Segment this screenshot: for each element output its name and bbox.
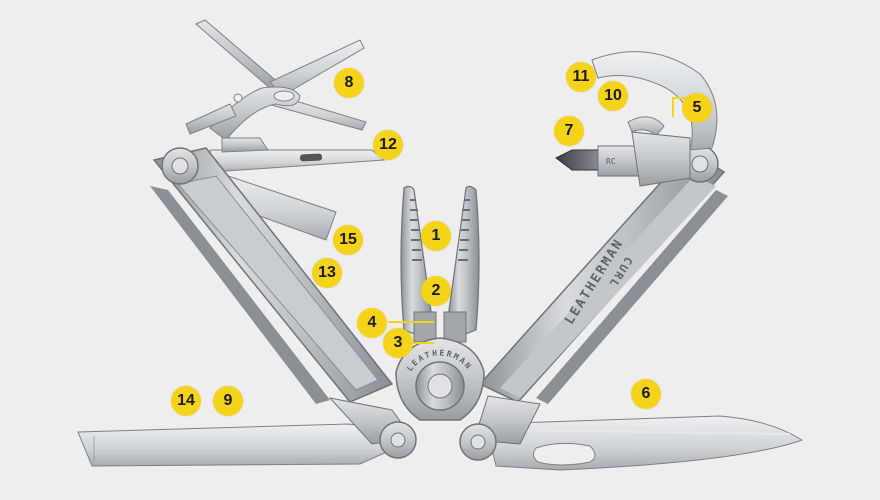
file-tool <box>209 137 386 173</box>
callout-3-leader <box>412 342 434 344</box>
callout-5: 5 <box>682 93 712 123</box>
callout-3: 3 <box>383 328 413 358</box>
callout-12: 12 <box>373 130 403 160</box>
can-opener <box>591 51 718 151</box>
callout-1: 1 <box>421 221 451 251</box>
callout-14: 14 <box>171 386 201 416</box>
callout-13: 13 <box>312 258 342 288</box>
svg-text:RC: RC <box>606 157 616 166</box>
callout-2: 2 <box>421 276 451 306</box>
bit-driver: RC <box>555 131 691 187</box>
callout-5-leader-a <box>672 97 674 117</box>
knife-blade <box>459 395 804 471</box>
callout-6: 6 <box>631 379 661 409</box>
callout-5-leader-b <box>672 97 686 99</box>
callout-10: 10 <box>598 81 628 111</box>
right-handle: LEATHERMAN CURL <box>478 145 728 404</box>
callout-4-leader <box>388 321 434 323</box>
serrated-blade <box>77 397 417 467</box>
callout-15: 15 <box>333 225 363 255</box>
callout-8: 8 <box>334 68 364 98</box>
pivot-hub: LEATHERMAN <box>395 337 485 421</box>
callout-4: 4 <box>357 308 387 338</box>
left-handle <box>150 103 394 404</box>
scissors <box>195 19 367 141</box>
callout-9: 9 <box>213 386 243 416</box>
pliers <box>400 185 480 343</box>
callout-11: 11 <box>566 62 596 92</box>
callout-7: 7 <box>554 116 584 146</box>
